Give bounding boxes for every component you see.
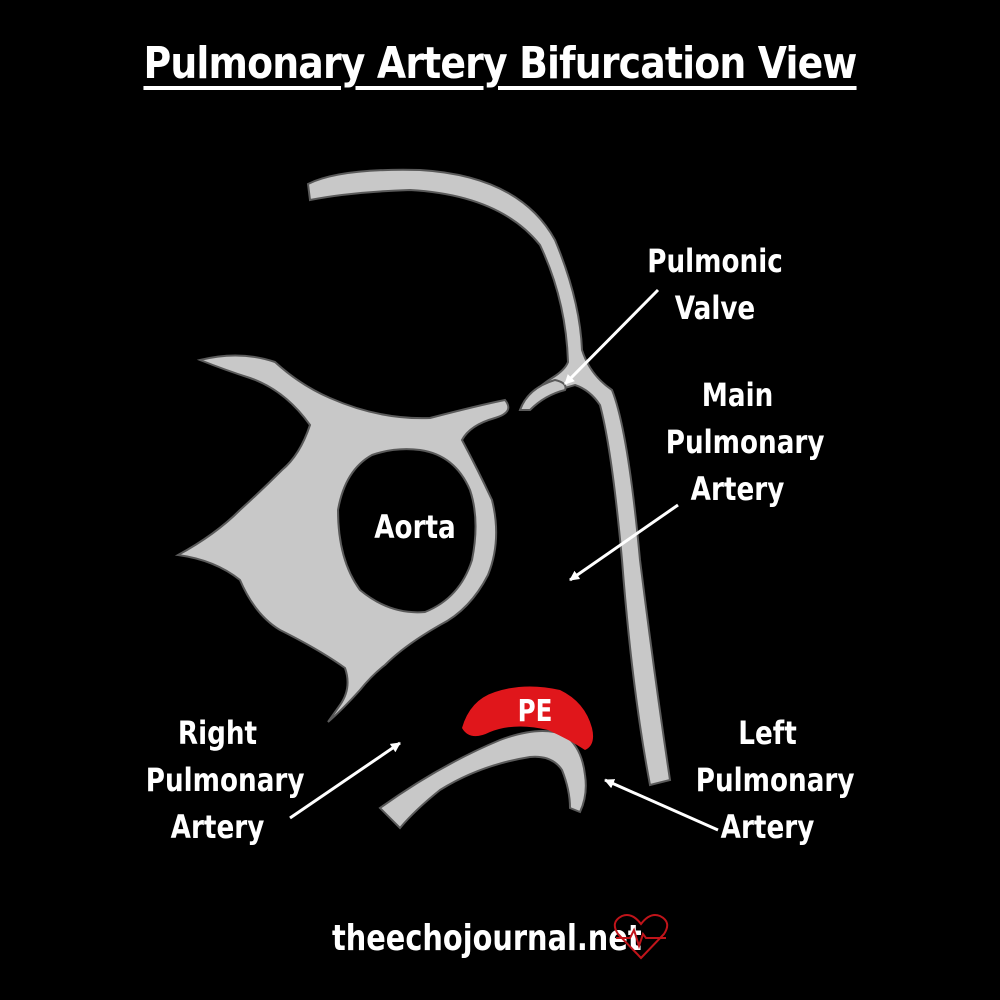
lpa-inferior-wall	[378, 730, 587, 830]
page-title: Pulmonary Artery Bifurcation View	[143, 38, 857, 89]
aortic-wall	[174, 354, 510, 723]
anterior-vessel-wall	[306, 168, 672, 787]
heart-ecg-icon	[613, 914, 669, 960]
label-pe: PE	[517, 694, 553, 729]
arrow-pulmonic-valve	[563, 288, 660, 386]
arrow-lpa	[604, 778, 719, 832]
label-right-pulmonary-artery: Right Pulmonary Artery	[145, 714, 305, 846]
pulmonic-valve-leaflet	[518, 378, 567, 411]
footer-site-link[interactable]: theechojournal.net	[332, 918, 642, 959]
label-pulmonic-valve: Pulmonic Valve	[647, 242, 783, 327]
arrow-rpa	[289, 741, 401, 820]
label-left-pulmonary-artery: Left Pulmonary Artery	[695, 714, 855, 846]
label-main-pulmonary-artery: Main Pulmonary Artery	[665, 376, 825, 508]
pe-clot	[462, 686, 594, 750]
label-aorta: Aorta	[374, 508, 456, 546]
arrow-main-pa	[569, 503, 679, 582]
